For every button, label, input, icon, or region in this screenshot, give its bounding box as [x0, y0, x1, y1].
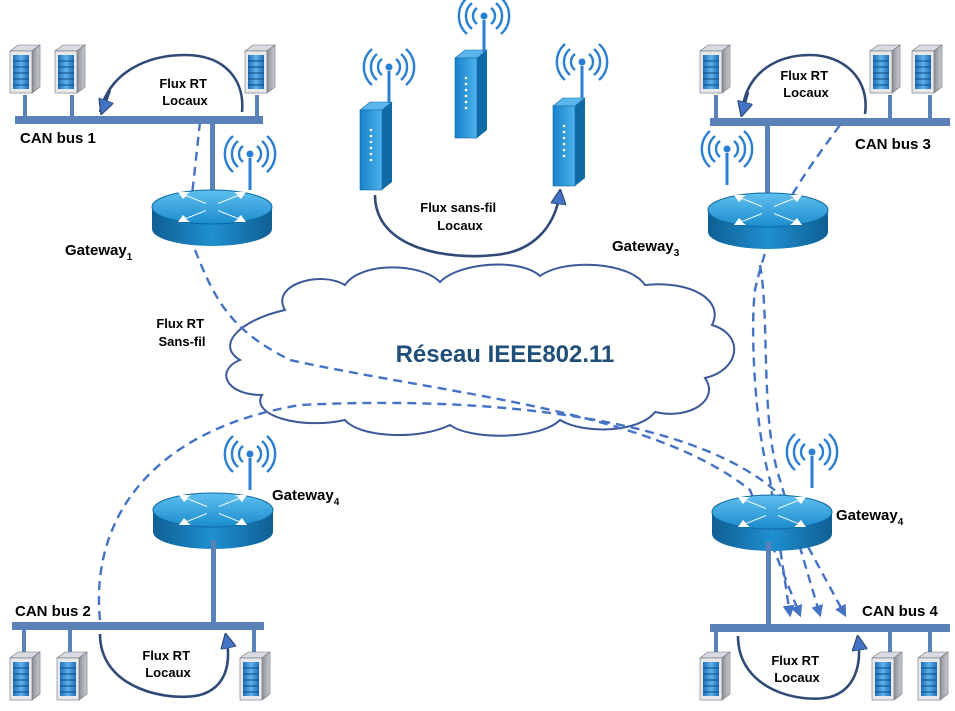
server-icon — [869, 44, 901, 94]
wireless-station-icon — [552, 97, 586, 187]
can-bus-4-group: Gateway4 CAN bus 4 Flux RT Locaux — [699, 432, 950, 701]
wireless-station-icon — [359, 101, 393, 191]
server-icon — [871, 651, 903, 701]
server-icon — [56, 651, 88, 701]
can-bus-3 — [710, 118, 950, 126]
server-icon — [239, 651, 271, 701]
antenna-icon — [785, 432, 839, 490]
server-icon — [9, 44, 41, 94]
can-bus-3-group: Flux RT Locaux CAN bus 3 Gateway3 — [612, 44, 950, 259]
router-icon — [151, 189, 273, 247]
antenna-icon — [700, 129, 754, 187]
can-bus-1 — [15, 116, 263, 124]
server-icon — [244, 44, 276, 94]
flow-label: Flux RT Locaux — [771, 653, 822, 685]
server-icon — [911, 44, 943, 94]
can-bus-1-group: Flux RT Locaux CAN bus 1 Gateway1 — [9, 44, 277, 263]
can-bus-3-label: CAN bus 3 — [855, 136, 931, 153]
server-icon — [54, 44, 86, 94]
gateway-1-label: Gateway1 — [65, 242, 133, 263]
gateway-4-right-label: Gateway4 — [836, 507, 904, 528]
can-bus-2 — [12, 622, 264, 630]
cloud-icon — [225, 263, 736, 437]
antenna-icon — [223, 434, 277, 492]
flow-label: Flux sans-fil Locaux — [420, 200, 499, 233]
flow-label: Flux RT Locaux — [780, 68, 831, 100]
router-icon — [711, 494, 833, 552]
antenna-icon — [223, 134, 277, 192]
network-label: Réseau IEEE802.11 — [396, 341, 615, 368]
wireless-station-icon — [454, 49, 488, 139]
server-icon — [917, 651, 949, 701]
antenna-icon — [457, 0, 511, 54]
antenna-icon — [362, 47, 416, 105]
router-icon — [707, 192, 829, 250]
can-bus-4 — [710, 624, 950, 632]
server-icon — [699, 651, 731, 701]
can-bus-2-label: CAN bus 2 — [15, 603, 91, 620]
server-icon — [699, 44, 731, 94]
flow-label: Flux RT Sans-fil — [156, 316, 207, 349]
server-icon — [9, 651, 41, 701]
gateway-3-label: Gateway3 — [612, 238, 680, 259]
wireless-links — [97, 121, 847, 621]
can-bus-4-label: CAN bus 4 — [862, 603, 939, 620]
can-bus-2-group: Gateway4 CAN bus 2 Flux RT Locaux — [9, 434, 340, 701]
flow-label: Flux RT Locaux — [159, 76, 210, 108]
flow-label: Flux RT Locaux — [142, 648, 193, 680]
wireless-stations-group: Flux sans-fil Locaux — [359, 0, 609, 258]
gateway-4-left-label: Gateway4 — [272, 487, 340, 508]
antenna-icon — [555, 42, 609, 100]
can-bus-1-label: CAN bus 1 — [20, 130, 96, 147]
